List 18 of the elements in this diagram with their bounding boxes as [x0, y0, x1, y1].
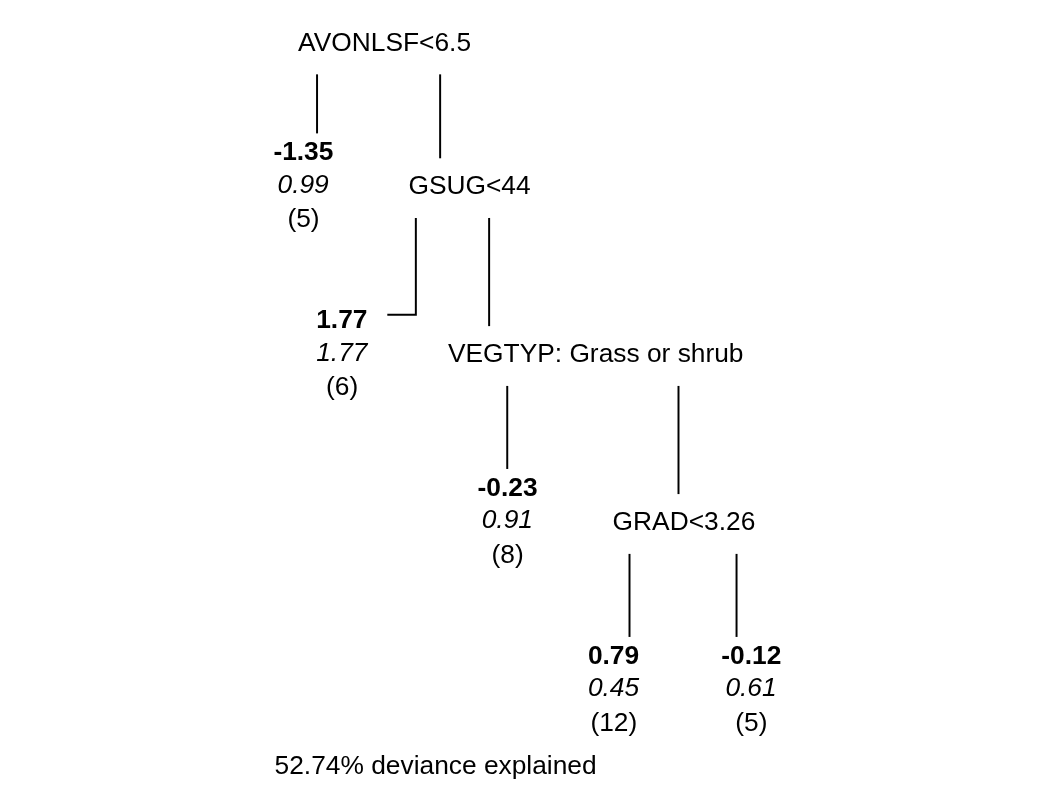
node-text: GSUG<44: [408, 170, 531, 201]
connector: [316, 73, 319, 135]
node-text: -1.35 0.99 (5): [273, 135, 334, 234]
connector: [735, 552, 738, 638]
node-text: 1.77 1.77 (6): [316, 303, 368, 402]
connector: [677, 384, 680, 496]
connector: [439, 73, 442, 160]
node-text: AVONLSF<6.5: [298, 26, 472, 57]
node-text: VEGTYP: Grass or shrub: [447, 338, 744, 369]
connector: [506, 384, 509, 470]
node-text: -0.12 0.61 (5): [721, 639, 782, 738]
caption: 52.74% deviance explained: [274, 749, 597, 780]
connector: [628, 552, 631, 638]
connector: [488, 216, 491, 328]
connector: [386, 217, 417, 316]
node-text: GRAD<3.26: [612, 506, 756, 537]
node-text: -0.23 0.91 (8): [477, 471, 538, 570]
node-text: 0.79 0.45 (12): [587, 639, 640, 738]
